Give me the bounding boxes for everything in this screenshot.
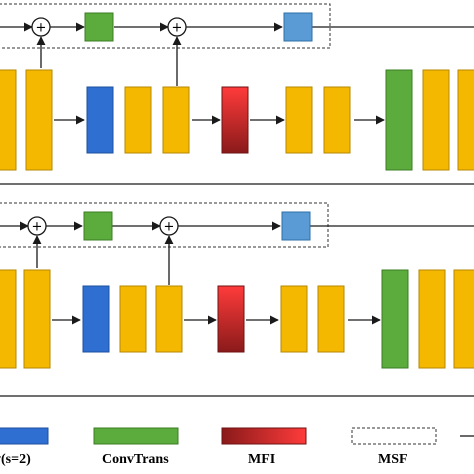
bottom-convtrans-block — [83, 211, 113, 241]
legend-label-convtrans: ConvTrans — [102, 452, 169, 467]
legend-label-conv-stride: v(s=2) — [0, 452, 31, 467]
top-msf-box — [0, 3, 331, 49]
top-conv-block — [162, 86, 190, 154]
bottom-conv-block — [23, 269, 51, 369]
legend — [0, 427, 474, 445]
legend-label-mfi: MFI — [248, 452, 276, 467]
bottom-msf-block — [281, 211, 311, 241]
top-conv-block — [124, 86, 152, 154]
bottom-sum-node — [27, 216, 47, 236]
bottom-conv-block — [317, 285, 345, 353]
top-sum-symbol: + — [172, 21, 183, 36]
top-convtrans-block — [385, 69, 413, 171]
bottom-conv-block — [155, 285, 183, 353]
bottom-conv-stride-block — [82, 285, 110, 353]
bottom-msf-box — [0, 202, 329, 248]
bottom-conv-block — [418, 269, 446, 369]
top-conv-stride-block — [86, 86, 114, 154]
top-msf-block — [283, 12, 313, 42]
legend-swatch-mfi — [221, 427, 307, 445]
top-conv-block — [25, 69, 53, 171]
bottom-sum-node — [159, 216, 179, 236]
bottom-sum-symbol: + — [164, 220, 175, 235]
top-sum-node — [31, 17, 51, 37]
legend-swatch-conv-stride — [0, 427, 49, 445]
bottom-conv-block — [0, 269, 17, 369]
legend-label-msf: MSF — [378, 452, 408, 467]
top-conv-block — [457, 69, 474, 171]
bottom-network: + + — [0, 202, 474, 369]
top-conv-block — [285, 86, 313, 154]
bottom-convtrans-block — [381, 269, 409, 369]
top-conv-block — [323, 86, 351, 154]
top-mfi-block — [221, 86, 249, 154]
legend-swatch-msf — [351, 427, 437, 445]
bottom-conv-block — [280, 285, 308, 353]
top-sum-node — [167, 17, 187, 37]
top-conv-block — [422, 69, 450, 171]
top-sum-symbol: + — [36, 21, 47, 36]
bottom-conv-block — [119, 285, 147, 353]
top-network: + + — [0, 3, 474, 171]
bottom-conv-block — [453, 269, 474, 369]
legend-swatch-convtrans — [93, 427, 179, 445]
top-conv-block — [0, 69, 17, 171]
bottom-sum-symbol: + — [32, 220, 43, 235]
bottom-mfi-block — [217, 285, 245, 353]
top-convtrans-block — [84, 12, 114, 42]
